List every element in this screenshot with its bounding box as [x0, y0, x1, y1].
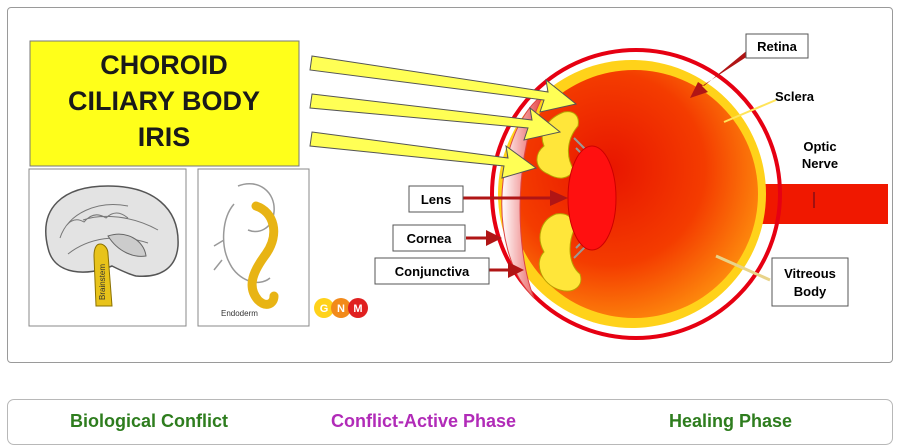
- svg-text:Body: Body: [794, 284, 827, 299]
- svg-text:Lens: Lens: [421, 192, 451, 207]
- arrow-ciliary-body: [309, 93, 562, 141]
- pointer-sclera: [723, 99, 777, 123]
- tab-biological-conflict[interactable]: Biological Conflict: [70, 411, 229, 431]
- optic-nerve-shape: [748, 184, 888, 224]
- tab-healing-phase[interactable]: Healing Phase: [669, 411, 793, 431]
- endoderm-caption: Endoderm: [221, 309, 258, 318]
- embryo-panel: Endoderm: [197, 168, 310, 327]
- brain-panel: Brainstem: [28, 168, 187, 327]
- arrow-iris: [309, 131, 538, 179]
- brainstem-highlight: [93, 243, 113, 307]
- title-line-iris: IRIS: [138, 122, 191, 152]
- pointer-vitreous: [715, 254, 771, 282]
- brain-icon: [45, 185, 179, 278]
- eye-diagram-svg: CHOROID CILIARY BODY IRIS Brainstem Endo…: [28, 33, 888, 340]
- label-conjunctiva: Conjunctiva: [374, 257, 490, 285]
- gnm-letter-n: N: [337, 303, 345, 315]
- label-retina: Retina: [745, 33, 809, 59]
- label-pointers: [462, 48, 815, 282]
- label-cornea: Cornea: [392, 224, 466, 252]
- gnm-letter-m: M: [353, 303, 362, 315]
- svg-text:Retina: Retina: [757, 39, 798, 54]
- retina-ring: [490, 48, 782, 340]
- endoderm-highlight: [247, 201, 279, 309]
- cornea-shape: [501, 93, 545, 299]
- title-box: [29, 40, 300, 167]
- svg-text:Vitreous: Vitreous: [784, 266, 836, 281]
- title-arrows: [309, 55, 578, 179]
- tab-conflict-active-phase[interactable]: Conflict-Active Phase: [331, 411, 517, 431]
- brainstem-caption: Brainstem: [98, 264, 107, 300]
- lens-shape: [567, 145, 617, 251]
- gnm-letter-g: G: [320, 303, 329, 315]
- label-vitreous-body: Vitreous Body: [771, 257, 849, 307]
- title-line-ciliary-body: CILIARY BODY: [68, 86, 260, 116]
- arrow-choroid: [309, 55, 578, 113]
- pointer-retina: [690, 48, 754, 98]
- label-lens: Lens: [408, 185, 464, 213]
- label-optic-nerve-2: Nerve: [802, 156, 838, 171]
- label-sclera: Sclera: [775, 89, 815, 104]
- svg-text:Conjunctiva: Conjunctiva: [395, 264, 470, 279]
- label-optic-nerve-1: Optic: [803, 139, 836, 154]
- eye-diagram-figure: CHOROID CILIARY BODY IRIS Brainstem Endo…: [7, 7, 893, 363]
- gnm-logo: G N M: [314, 298, 368, 318]
- svg-text:Cornea: Cornea: [407, 231, 453, 246]
- title-line-choroid: CHOROID: [100, 50, 228, 80]
- phase-tab-bar: Biological Conflict Conflict-Active Phas…: [7, 399, 893, 445]
